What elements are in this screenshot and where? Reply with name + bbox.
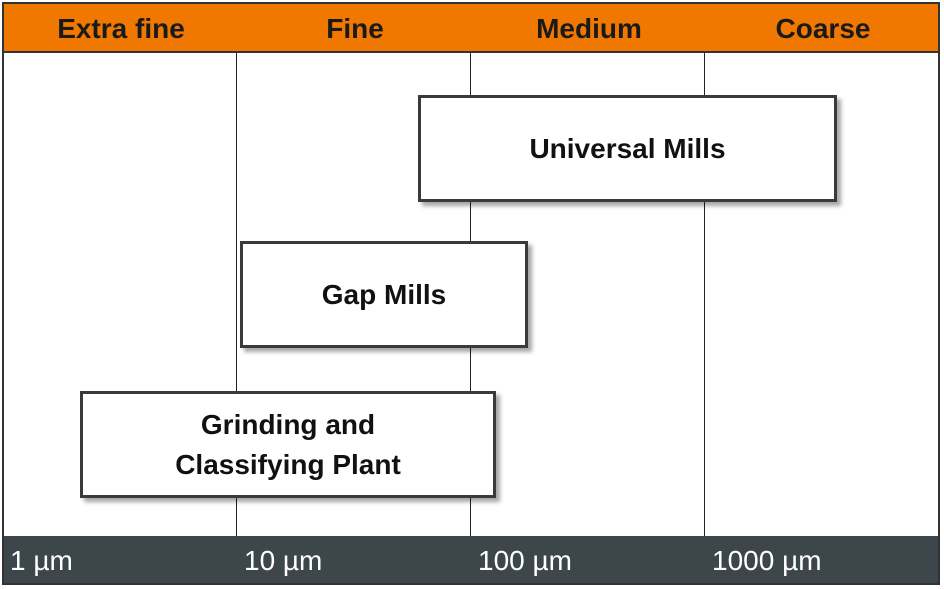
gridline-10um	[236, 53, 237, 538]
category-fine: Fine	[326, 13, 384, 44]
gridline-1000um	[704, 53, 705, 538]
range-gap-mills: Gap Mills	[240, 241, 528, 348]
fineness-header: Extra fine Fine Medium Coarse	[4, 4, 938, 53]
tick-label-1um: 1 µm	[10, 545, 73, 576]
range-universal-mills: Universal Mills	[418, 95, 837, 202]
tick-label-100um: 100 µm	[478, 545, 572, 576]
category-coarse: Coarse	[775, 13, 871, 44]
range-label-line-1: Grinding and	[200, 408, 376, 440]
tick-label-1000um: 1000 µm	[712, 545, 822, 576]
range-label-line-2: Classifying Plant	[175, 448, 401, 480]
category-extra-fine: Extra fine	[57, 13, 185, 44]
tick-label-10um: 10 µm	[244, 545, 323, 576]
range-grinding-classifying-plant: Grinding and Classifying Plant	[80, 391, 496, 498]
particle-size-axis: 1 µm 10 µm 100 µm 1000 µm	[4, 536, 938, 583]
range-label: Gap Mills	[321, 278, 447, 310]
category-medium: Medium	[536, 13, 642, 44]
range-label: Universal Mills	[529, 132, 726, 164]
